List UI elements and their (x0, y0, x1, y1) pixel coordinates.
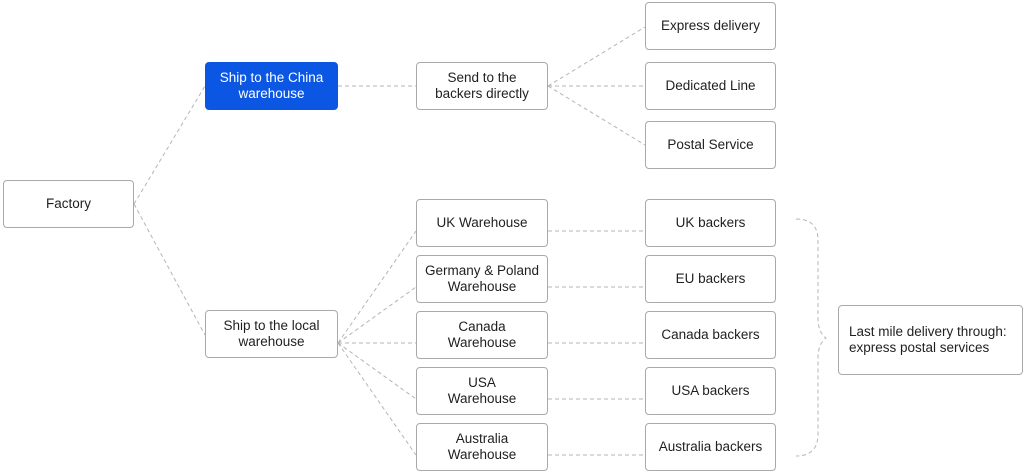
local-warehouse-node: Ship to the local warehouse (205, 310, 338, 358)
postal-service-label: Postal Service (667, 137, 754, 152)
bracket (795, 218, 827, 457)
australia-backers-node: Australia backers (645, 423, 776, 471)
eu-backers-node: EU backers (645, 255, 776, 303)
china-warehouse-node: Ship to the China warehouse (205, 62, 338, 110)
connector (547, 26, 646, 87)
connector (337, 230, 417, 344)
canada-warehouse-label: Canada Warehouse (447, 319, 517, 350)
canada-backers-label: Canada backers (661, 327, 760, 342)
canada-warehouse-node: Canada Warehouse (416, 311, 548, 359)
dedicated-line-label: Dedicated Line (665, 78, 756, 93)
local-warehouse-label: Ship to the local warehouse (223, 318, 320, 349)
connector (337, 286, 417, 344)
uk-warehouse-label: UK Warehouse (436, 215, 528, 230)
eu-backers-label: EU backers (675, 271, 746, 286)
australia-backers-label: Australia backers (658, 439, 763, 454)
connector (133, 203, 206, 336)
express-delivery-node: Express delivery (645, 2, 776, 50)
connector (337, 342, 417, 400)
dedicated-line-node: Dedicated Line (645, 62, 776, 110)
usa-warehouse-label: USA Warehouse (447, 375, 517, 406)
germany-poland-warehouse-node: Germany & Poland Warehouse (416, 255, 548, 303)
express-delivery-label: Express delivery (660, 18, 761, 33)
uk-backers-label: UK backers (675, 215, 746, 230)
usa-backers-label: USA backers (671, 383, 750, 398)
uk-warehouse-node: UK Warehouse (416, 199, 548, 247)
factory-node: Factory (3, 180, 134, 228)
usa-warehouse-node: USA Warehouse (416, 367, 548, 415)
connector (133, 85, 206, 205)
germany-poland-warehouse-label: Germany & Poland Warehouse (424, 263, 540, 294)
connector (547, 85, 646, 146)
usa-backers-node: USA backers (645, 367, 776, 415)
send-directly-label: Send to the backers directly (435, 70, 529, 101)
factory-label: Factory (45, 196, 91, 211)
last-mile-note-label: Last mile delivery through: express post… (849, 324, 1007, 355)
china-warehouse-label: Ship to the China warehouse (219, 70, 324, 101)
postal-service-node: Postal Service (645, 121, 776, 169)
australia-warehouse-label: Australia Warehouse (447, 431, 517, 462)
canada-backers-node: Canada backers (645, 311, 776, 359)
send-directly-node: Send to the backers directly (416, 62, 548, 110)
connector (337, 342, 417, 456)
australia-warehouse-node: Australia Warehouse (416, 423, 548, 471)
last-mile-note: Last mile delivery through: express post… (838, 305, 1023, 375)
uk-backers-node: UK backers (645, 199, 776, 247)
